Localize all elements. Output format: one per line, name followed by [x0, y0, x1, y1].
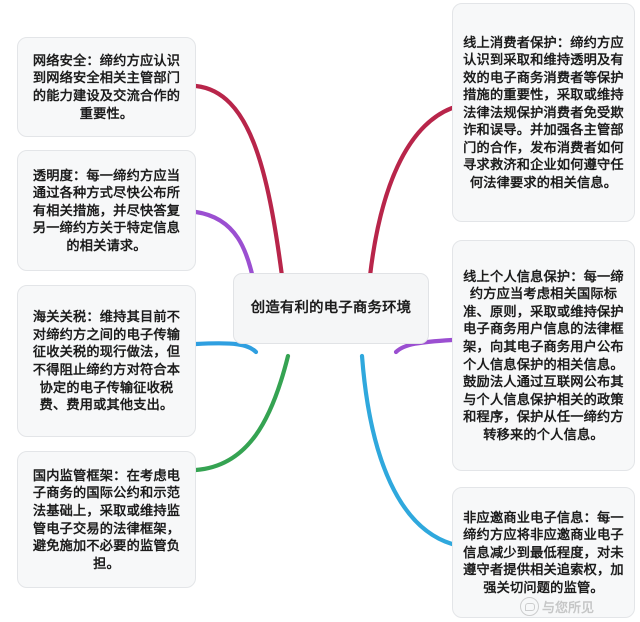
branch-node-domestic-regulatory-framework[interactable]: 国内监管框架：在考虑电子商务的国际公约和示范法基础上，采取或维持监管电子交易的法… — [17, 451, 196, 588]
branch-label-unsolicited-commercial-electronic-messages: 非应邀商业电子信息：每一缔约方应将非应邀商业电子信息减少到最低程度，对未遵守者提… — [463, 509, 624, 595]
branch-node-online-consumer-protection[interactable]: 线上消费者保护：缔约方应认识到采取和维持透明及有效的电子商务消费者等保护措施的重… — [452, 3, 635, 222]
edge-cybersecurity — [193, 83, 285, 279]
branch-label-cybersecurity: 网络安全：缔约方应认识到网络安全相关主管部门的能力建设及交流合作的重要性。 — [32, 52, 181, 121]
branch-label-transparency: 透明度：每一缔约方应当通过各种方式尽快公布所有相关措施，并尽快答复另一缔约方关于… — [32, 167, 181, 253]
branch-node-cybersecurity[interactable]: 网络安全：缔约方应认识到网络安全相关主管部门的能力建设及交流合作的重要性。 — [17, 37, 196, 137]
center-node-label: 创造有利的电子商务环境 — [250, 300, 412, 317]
branch-label-online-consumer-protection: 线上消费者保护：缔约方应认识到采取和维持透明及有效的电子商务消费者等保护措施的重… — [463, 34, 624, 190]
edge-unsolicited-commercial-electronic-messages — [359, 353, 455, 547]
edge-domestic-regulatory-framework — [193, 353, 291, 473]
edge-online-consumer-protection — [367, 105, 455, 279]
branch-label-domestic-regulatory-framework: 国内监管框架：在考虑电子商务的国际公约和示范法基础上，采取或维持监管电子交易的法… — [32, 467, 181, 571]
center-node[interactable]: 创造有利的电子商务环境 — [233, 273, 429, 344]
branch-node-customs-duties[interactable]: 海关关税：维持其目前不对缔约方之间的电子传输征收关税的现行做法，但不得阻止缔约方… — [17, 285, 196, 437]
branch-node-unsolicited-commercial-electronic-messages[interactable]: 非应邀商业电子信息：每一缔约方应将非应邀商业电子信息减少到最低程度，对未遵守者提… — [452, 487, 635, 618]
branch-label-online-personal-information-protection: 线上个人信息保护：每一缔约方应当考虑相关国际标准、原则，采取或维持保护电子商务用… — [463, 268, 624, 442]
edge-customs-duties — [193, 341, 259, 355]
branch-node-transparency[interactable]: 透明度：每一缔约方应当通过各种方式尽快公布所有相关措施，并尽快答复另一缔约方关于… — [17, 150, 196, 271]
branch-node-online-personal-information-protection[interactable]: 线上个人信息保护：每一缔约方应当考虑相关国际标准、原则，采取或维持保护电子商务用… — [452, 240, 635, 471]
branch-label-customs-duties: 海关关税：维持其目前不对缔约方之间的电子传输征收关税的现行做法，但不得阻止缔约方… — [32, 309, 181, 413]
